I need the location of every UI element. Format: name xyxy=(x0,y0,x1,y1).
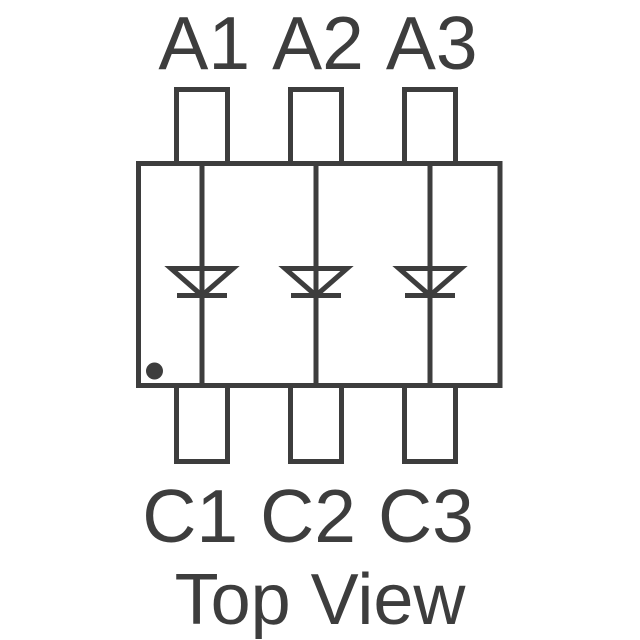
pin-label-a2: A2 xyxy=(272,1,364,85)
view-title: Top View xyxy=(0,564,640,636)
pin-lead-c1 xyxy=(174,383,230,464)
pin-label-c1: C1 xyxy=(142,474,239,558)
pin-lead-a3 xyxy=(402,87,458,166)
diode-2-anode-triangle-icon xyxy=(278,266,354,299)
pin-label-a3: A3 xyxy=(385,1,478,85)
view-title-label: Top View xyxy=(174,560,466,640)
diode-2 xyxy=(278,163,354,386)
bottom-pin-labels: C1 C2 C3 xyxy=(0,479,628,554)
diode-3-anode-triangle-icon xyxy=(392,266,468,299)
pin1-marker-dot-icon xyxy=(146,362,163,380)
package-body xyxy=(136,161,503,388)
pin-label-a1: A1 xyxy=(158,1,251,85)
diode-1 xyxy=(164,163,240,386)
pin-lead-c2 xyxy=(288,383,344,464)
pin-label-c2: C2 xyxy=(260,474,356,558)
pin-lead-a1 xyxy=(174,87,230,166)
diode-3 xyxy=(392,163,468,386)
diode-1-anode-triangle-icon xyxy=(164,266,240,299)
top-pin-labels: A1 A2 A3 xyxy=(0,6,638,81)
pin-label-c3: C3 xyxy=(377,474,474,558)
pin-lead-c3 xyxy=(402,383,458,464)
pin-lead-a2 xyxy=(288,87,344,166)
